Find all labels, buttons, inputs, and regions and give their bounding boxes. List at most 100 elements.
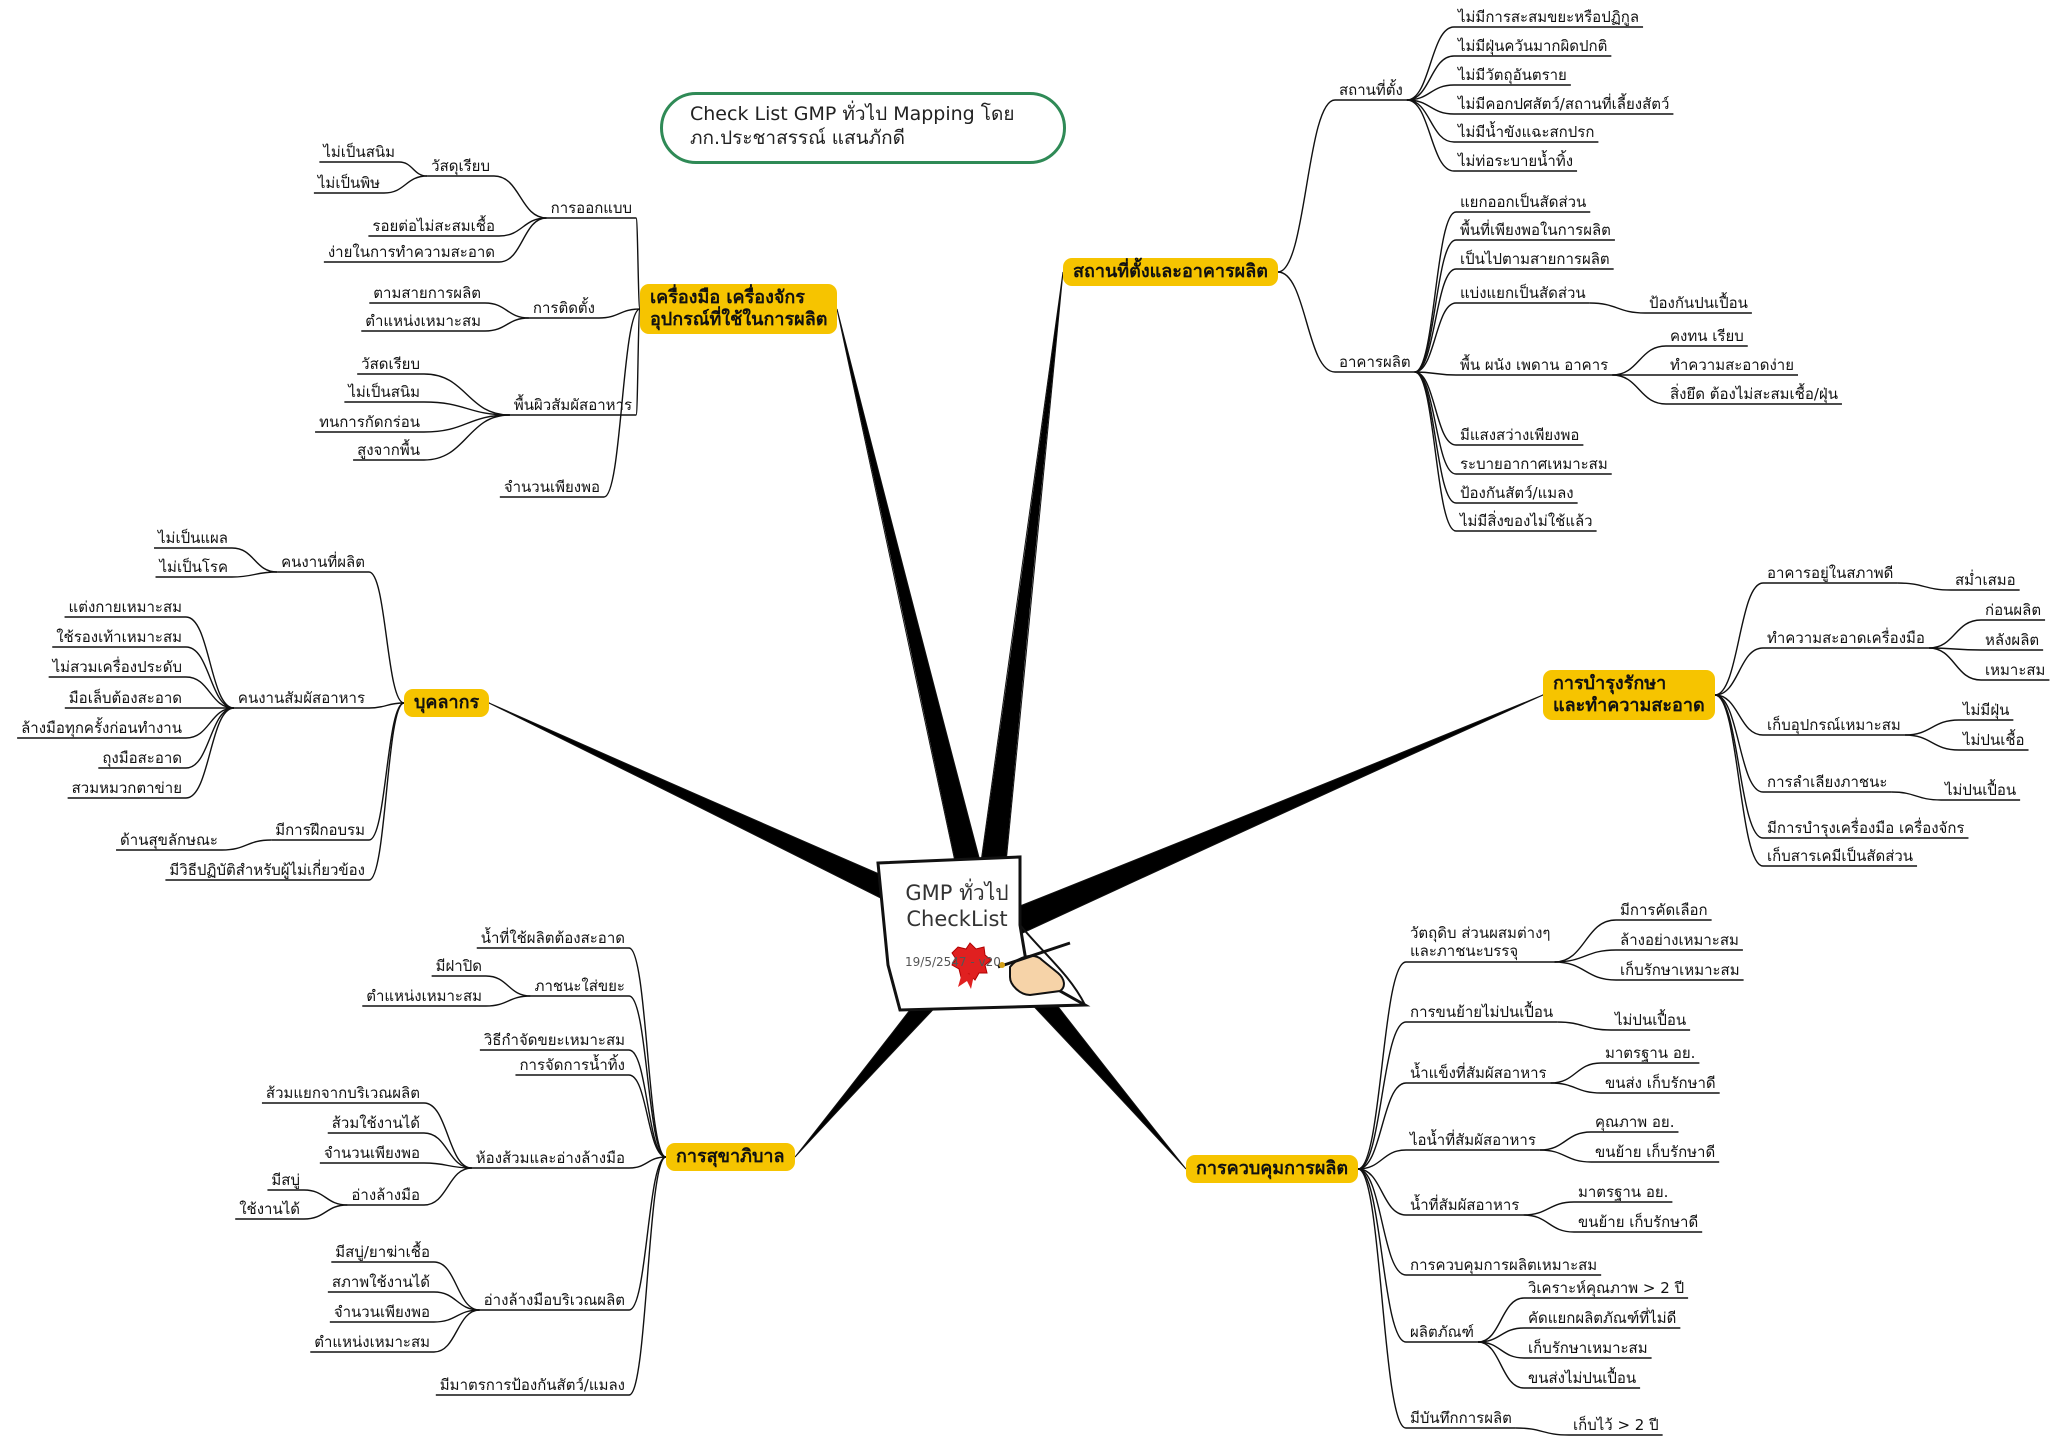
- connector-line: [1714, 694, 1764, 839]
- node-production-4-2-1: ขนย้าย เก็บรักษาดี: [1578, 1213, 1699, 1231]
- node-production-6-2-1: คัดแยกผลิตภัณฑ์ที่ไม่ดี: [1528, 1309, 1677, 1327]
- connector-line: [1406, 26, 1455, 101]
- node-personnel-0-2-0: ไม่เป็นแผล: [158, 529, 228, 547]
- connector-line: [1589, 302, 1646, 314]
- node-production-1-4: น้ำที่สัมผัสอาหาร: [1410, 1196, 1520, 1214]
- connector-line: [1414, 371, 1457, 376]
- connector-line: [1523, 1201, 1575, 1216]
- node-location-1-2-0: แยกออกเป็นสัดส่วน: [1460, 193, 1587, 211]
- connector-line: [185, 616, 235, 709]
- node-location-1-2-1: พื้นที่เพียงพอในการผลิต: [1460, 221, 1611, 239]
- connector-line: [493, 175, 547, 219]
- connector-line: [423, 1167, 472, 1206]
- node-sanitation-1-3: การจัดการน้ำทิ้ง: [519, 1056, 625, 1074]
- connector-line: [423, 1102, 472, 1169]
- node-equipment-2-2-1: ไม่เป็นสนิม: [348, 383, 420, 401]
- connector-line: [368, 571, 405, 704]
- red-seal-icon: [951, 942, 992, 989]
- node-equipment-1-0: การออกแบบ: [550, 199, 632, 217]
- node-sanitation-4-2-3: อ่างล้างมือ: [351, 1186, 420, 1204]
- connector-line: [423, 414, 510, 461]
- connector-line: [398, 161, 428, 177]
- node-production-2-2-0: มาตรฐาน อย.: [1605, 1044, 1696, 1062]
- connector-line: [1277, 271, 1336, 373]
- node-production-4-2-0: มาตรฐาน อย.: [1578, 1183, 1669, 1201]
- connector-line: [488, 702, 992, 949]
- writing-hand-icon: [997, 941, 1071, 997]
- node-sanitation-1-2: วิธีกำจัดขยะเหมาะสม: [483, 1031, 625, 1049]
- node-production-1-3: ไอน้ำที่สัมผัสอาหาร: [1410, 1131, 1536, 1149]
- connector-line: [1515, 1427, 1570, 1436]
- connector-line: [423, 1132, 472, 1169]
- node-equipment-2-2-0: วัสดเรียบ: [361, 355, 420, 373]
- connector-line: [1550, 1062, 1602, 1084]
- node-personnel-1-2-4: ล้างมือทุกครั้งก่อนทำงาน: [21, 719, 182, 737]
- connector-line: [1557, 1021, 1612, 1031]
- node-production-1-2-0: ไม่ปนเปื้อน: [1615, 1011, 1687, 1029]
- branch-equipment: เครื่องมือ เครื่องจักรอุปกรณ์ที่ใช้ในการ…: [640, 284, 838, 334]
- connector-line: [1414, 371, 1457, 532]
- node-equipment-2-2-3: สูงจากพื้น: [357, 441, 420, 459]
- node-location-1-3-3-0: ป้องกันปนเปื้อน: [1649, 294, 1748, 312]
- connector-line: [185, 707, 235, 769]
- node-production-6-2-3: ขนส่งไม่ปนเปื้อน: [1528, 1369, 1637, 1387]
- connector-line: [423, 401, 510, 416]
- node-location-1-2-5: มีแสงสว่างเพียงพอ: [1460, 426, 1580, 444]
- connector-line: [1357, 1168, 1407, 1276]
- connector-line: [303, 1204, 348, 1220]
- connector-line: [978, 694, 1544, 949]
- node-equipment-0-0-3-0: ไม่เป็นสนิม: [323, 143, 395, 161]
- connector-line: [628, 947, 667, 1158]
- node-location-0-2-3: ไม่มีคอกปศสัตว์/สถานที่เลี้ยงสัตว์: [1458, 95, 1670, 113]
- node-production-1-6: ผลิตภัณฑ์: [1410, 1323, 1474, 1341]
- node-sanitation-1-2-1: ตำแหน่งเหมาะสม: [366, 987, 482, 1005]
- node-equipment-1-2-1: ตำแหน่งเหมาะสม: [365, 312, 481, 330]
- connector-line: [185, 707, 234, 739]
- node-production-0-2-2: เก็บรักษาเหมาะสม: [1620, 961, 1740, 979]
- connector-line: [498, 217, 547, 237]
- node-location-1-0: สถานที่ตั้ง: [1339, 81, 1403, 99]
- connector-line: [423, 373, 510, 416]
- node-sanitation-4-3-3-0: มีสบู่: [271, 1171, 300, 1189]
- node-location-0-2-0: ไม่มีการสะสมขยะหรือปฏิกูล: [1458, 8, 1640, 26]
- node-production-1-1: การขนย้ายไม่ปนเปื้อน: [1410, 1003, 1554, 1021]
- branch-location: สถานที่ตั้งและอาคารผลิต: [1063, 258, 1278, 286]
- node-maintenance-1-2: เก็บอุปกรณ์เหมาะสม: [1767, 716, 1901, 734]
- connector-line: [368, 702, 405, 841]
- connector-line: [1523, 1214, 1575, 1233]
- branch-maintenance: การบำรุงรักษาและทำความสะอาด: [1543, 670, 1715, 720]
- title-bubble: [660, 92, 1066, 164]
- node-location-0-2-4: ไม่มีน้ำขังแฉะสกปรก: [1458, 123, 1595, 141]
- connector-line: [1714, 694, 1764, 793]
- center-title-line1: GMP ทั่วไป: [905, 881, 1009, 905]
- connector-line: [185, 707, 235, 799]
- map-title: Check List GMP ทั่วไป Mapping โดย ภก.ประ…: [690, 102, 1014, 150]
- node-location-1-2-6: ระบายอากาศเหมาะสม: [1460, 455, 1608, 473]
- connector-line: [1897, 582, 1952, 591]
- connector-line: [1612, 345, 1667, 376]
- node-maintenance-2-2-0: ไม่มีฝุ่น: [1963, 701, 2010, 719]
- node-personnel-1-2-6: สวมหมวกตาข่าย: [71, 779, 182, 797]
- connector-line: [1539, 1131, 1592, 1151]
- node-location-1-4-3-2: สิ่งยึด ต้องไม่สะสมเชื้อ/ฝุ่น: [1670, 385, 1838, 403]
- connector-line: [1406, 99, 1455, 172]
- node-sanitation-1-6: มีมาตรการป้องกันสัตว์/แมลง: [439, 1376, 625, 1394]
- node-production-6-2-0: วิเคราะห์คุณภาพ > 2 ปี: [1528, 1279, 1685, 1297]
- connector-line: [1928, 647, 1982, 681]
- node-equipment-1-2-0: ตามสายการผลิต: [373, 284, 481, 302]
- node-equipment-1-3: จำนวนเพียงพอ: [503, 478, 600, 496]
- node-personnel-1-0: คนงานที่ผลิต: [281, 553, 365, 571]
- connector-line: [433, 1261, 480, 1311]
- connector-line: [970, 271, 1064, 938]
- node-location-1-2-7: ป้องกันสัตว์/แมลง: [1460, 484, 1574, 502]
- connector-line: [1277, 99, 1336, 273]
- node-maintenance-2-2-1: ไม่ปนเชื้อ: [1963, 731, 2025, 749]
- node-equipment-1-2: พื้นผิวสัมผัสอาหาร: [513, 396, 632, 414]
- connector-line: [1539, 1149, 1592, 1163]
- branch-production: การควบคุมการผลิต: [1186, 1155, 1359, 1183]
- connector-line: [1357, 1168, 1407, 1216]
- node-maintenance-1-3: การลำเลียงภาชนะ: [1767, 773, 1888, 791]
- node-sanitation-1-2-0: มีฝาปิด: [435, 957, 482, 975]
- map-title-line2: ภก.ประชาสรรณ์ แสนภักดี: [690, 127, 905, 149]
